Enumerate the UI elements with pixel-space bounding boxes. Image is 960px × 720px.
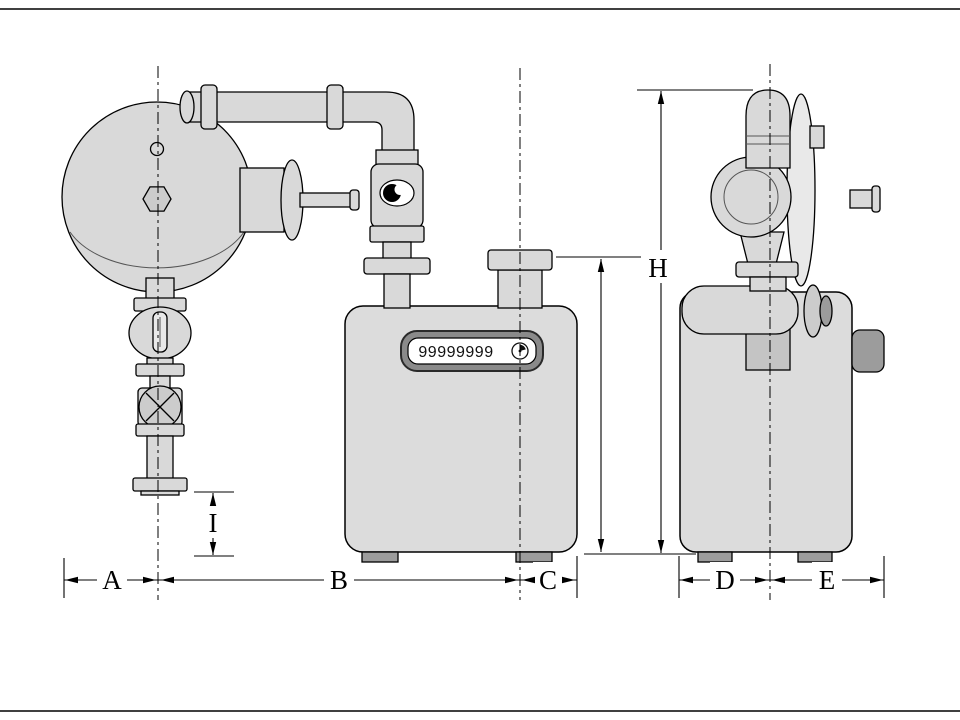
label-bg-a xyxy=(97,562,127,595)
dimension-arrowheads xyxy=(65,91,883,584)
ball-valve xyxy=(137,385,183,429)
regulator-flange-side xyxy=(735,261,799,278)
regulator-center-bolt xyxy=(142,186,172,212)
diaphragm-disc-side xyxy=(786,93,816,287)
valve-collar-bottom xyxy=(369,225,425,243)
side-pipe-boss xyxy=(851,329,885,373)
regulator-drop-piping xyxy=(128,277,192,496)
label-bg-c xyxy=(533,562,563,595)
label-bg-e xyxy=(812,562,842,595)
vent-cylinder xyxy=(239,167,285,233)
vent-pipe xyxy=(299,192,353,208)
dimension-label-e: E xyxy=(819,565,836,595)
dimensions: A B C D E H I xyxy=(63,89,885,598)
drop-end-flange xyxy=(132,477,188,492)
regulator-rim-arc xyxy=(69,231,245,269)
dimension-label-b: B xyxy=(330,565,348,595)
pipe-end-cap xyxy=(179,90,195,124)
valve-ball-highlight xyxy=(394,184,406,195)
vent-stub-cap xyxy=(871,185,881,213)
pressure-regulator xyxy=(61,101,360,293)
drop-flange-3 xyxy=(135,423,185,437)
drop-end-lip xyxy=(140,490,180,496)
inlet-pipe-upper xyxy=(382,241,412,261)
pipe-flange-left xyxy=(200,84,218,130)
filler-plug-side xyxy=(809,125,825,149)
register-disc-side xyxy=(803,284,823,338)
front-view: 99999999 xyxy=(61,84,578,563)
inlet-flange xyxy=(363,257,431,275)
label-bg-b xyxy=(324,562,354,595)
regulator-top-pipe-side xyxy=(745,89,791,169)
vent-stub-pipe xyxy=(849,189,875,209)
regulator-housing-inner-ring xyxy=(723,169,779,225)
dimension-label-d: D xyxy=(715,565,735,595)
inlet-pipe-lower xyxy=(383,273,411,309)
vent-cap xyxy=(349,189,360,211)
label-bg-i xyxy=(202,506,224,538)
regulator-top-screw xyxy=(149,141,165,157)
shutoff-valve xyxy=(369,149,425,243)
centerlines xyxy=(157,64,771,600)
inlet-piping xyxy=(179,84,431,309)
label-bg-d xyxy=(710,562,740,595)
regulator-housing-side xyxy=(710,156,792,238)
dimension-label-a: A xyxy=(102,565,122,595)
meter-foot-right xyxy=(515,551,553,563)
drop-pipe-4 xyxy=(146,435,174,481)
meter-foot-side-left xyxy=(697,551,733,563)
regulator-pipe-side xyxy=(749,276,787,292)
register-knob-side xyxy=(819,295,833,327)
test-valve xyxy=(128,306,192,360)
meter-foot-left xyxy=(361,551,399,563)
vent-stub-side xyxy=(849,185,881,213)
side-view xyxy=(679,89,885,563)
pipe-flange-right xyxy=(326,84,344,130)
drop-flange-2 xyxy=(135,363,185,377)
register-value: 99999999 xyxy=(418,344,493,361)
regulator-vent-assembly xyxy=(239,159,360,241)
meter-top-casting-side xyxy=(681,285,799,335)
meter-foot-side-right xyxy=(797,551,833,563)
dimension-label-i: I xyxy=(209,508,218,538)
dimension-label-c: C xyxy=(539,565,557,595)
register-window xyxy=(407,337,537,365)
dimension-label-h: H xyxy=(648,253,668,283)
register-display: 99999999 xyxy=(400,330,544,372)
label-bg-h xyxy=(643,250,673,283)
